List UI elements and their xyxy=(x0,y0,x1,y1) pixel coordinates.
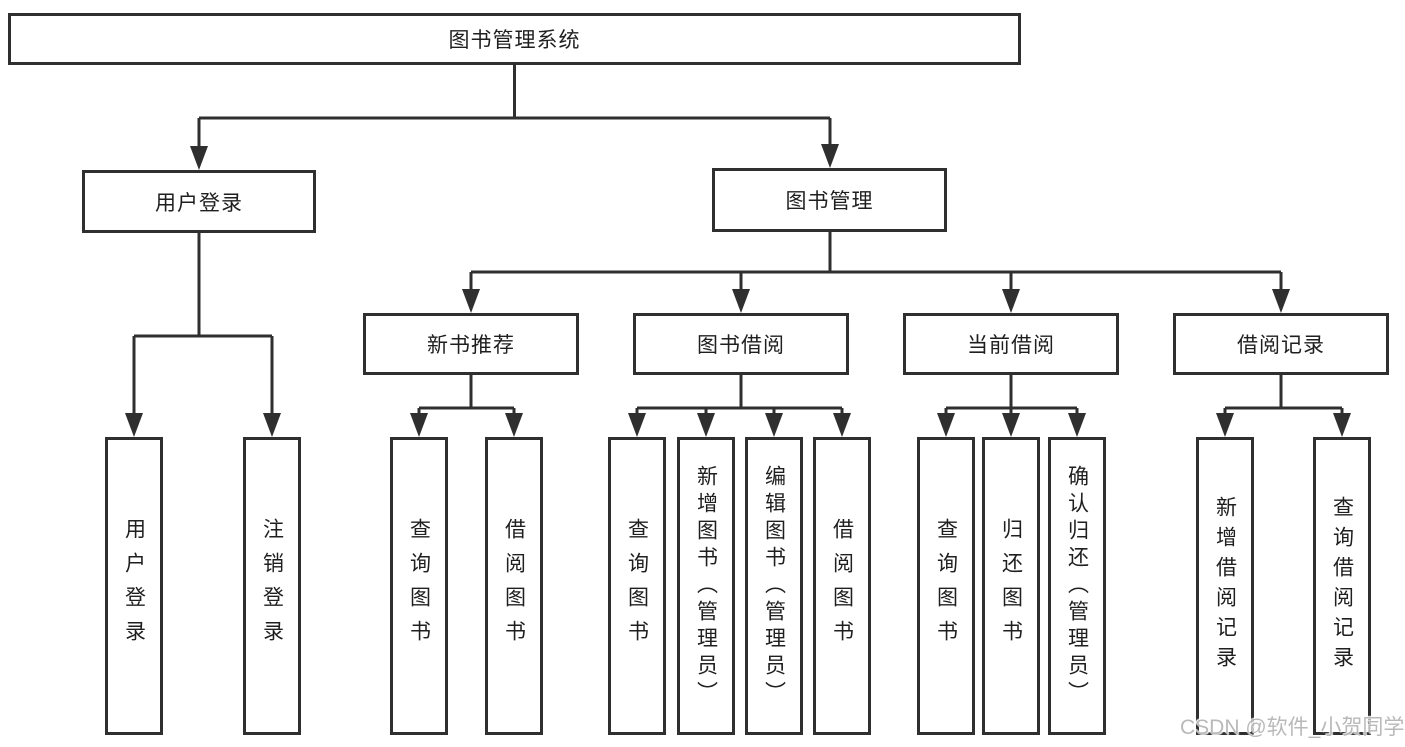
leaf-query-books-recommend-label: 查询图书 xyxy=(407,518,431,654)
leaf-query-borrow-record: 查询借阅记录 xyxy=(1313,437,1371,735)
leaf-edit-books-admin-label: 编辑图书（管理员） xyxy=(762,464,786,708)
connector-book-mgmt xyxy=(469,232,1283,297)
arrowhead-icon xyxy=(732,289,750,313)
leaf-query-books-current: 查询图书 xyxy=(917,437,975,735)
leaf-edit-books-admin: 编辑图书（管理员） xyxy=(745,437,803,735)
node-user-login: 用户登录 xyxy=(82,170,316,233)
node-new-book-recommend-label: 新书推荐 xyxy=(427,334,515,357)
leaf-return-books: 归还图书 xyxy=(982,437,1040,735)
node-new-book-recommend: 新书推荐 xyxy=(363,313,579,375)
arrowhead-icon xyxy=(821,144,839,168)
arrowhead-icon xyxy=(628,413,646,437)
leaf-return-books-label: 归还图书 xyxy=(999,518,1023,654)
node-user-login-label: 用户登录 xyxy=(155,191,243,215)
csdn-watermark: CSDN @软件_小贺同学 xyxy=(1180,716,1405,739)
arrowhead-icon xyxy=(1068,413,1086,437)
leaf-query-books-recommend: 查询图书 xyxy=(390,437,448,735)
leaf-logout: 注销登录 xyxy=(243,437,301,735)
connector-root xyxy=(197,65,832,152)
node-root: 图书管理系统 xyxy=(8,13,1021,65)
arrowhead-icon xyxy=(263,413,281,437)
arrowhead-icon xyxy=(937,413,955,437)
arrowhead-icon xyxy=(505,413,523,437)
leaf-borrow-books-label: 借阅图书 xyxy=(830,518,854,654)
leaf-borrow-books-recommend: 借阅图书 xyxy=(485,437,543,735)
leaf-query-books-borrow: 查询图书 xyxy=(608,437,666,735)
node-book-borrow: 图书借阅 xyxy=(633,313,849,375)
arrowhead-icon xyxy=(410,413,428,437)
node-root-label: 图书管理系统 xyxy=(448,29,581,52)
arrowhead-icon xyxy=(462,289,480,313)
arrowhead-icon xyxy=(1333,413,1351,437)
connector-borrow-records xyxy=(1223,375,1344,421)
arrowhead-icon xyxy=(765,413,783,437)
arrowhead-icon xyxy=(1002,413,1020,437)
arrowhead-icon xyxy=(125,413,143,437)
connector-new-book xyxy=(417,375,516,421)
leaf-confirm-return-admin-label: 确认归还（管理员） xyxy=(1065,464,1089,708)
connector-book-borrow xyxy=(635,375,844,421)
leaf-user-login-label: 用户登录 xyxy=(122,518,146,654)
arrowhead-icon xyxy=(697,413,715,437)
leaf-query-borrow-record-label: 查询借阅记录 xyxy=(1330,496,1354,676)
arrowhead-group xyxy=(125,144,1351,437)
arrowhead-icon xyxy=(833,413,851,437)
node-borrow-records: 借阅记录 xyxy=(1173,313,1389,375)
leaf-add-books-admin-label: 新增图书（管理员） xyxy=(694,464,718,708)
leaf-borrow-books-recommend-label: 借阅图书 xyxy=(502,518,526,654)
node-borrow-records-label: 借阅记录 xyxy=(1237,334,1325,357)
node-book-borrow-label: 图书借阅 xyxy=(697,334,785,357)
node-current-borrow: 当前借阅 xyxy=(903,313,1119,375)
leaf-add-borrow-record-label: 新增借阅记录 xyxy=(1213,496,1237,676)
node-book-mgmt-label: 图书管理 xyxy=(785,190,874,213)
arrowhead-icon xyxy=(1002,289,1020,313)
node-current-borrow-label: 当前借阅 xyxy=(967,334,1055,357)
leaf-add-books-admin: 新增图书（管理员） xyxy=(677,437,735,735)
leaf-user-login: 用户登录 xyxy=(105,437,163,735)
arrowhead-icon xyxy=(1216,413,1234,437)
arrowhead-icon xyxy=(190,146,208,170)
leaf-borrow-books: 借阅图书 xyxy=(813,437,871,735)
leaf-logout-label: 注销登录 xyxy=(260,518,284,654)
leaf-add-borrow-record: 新增借阅记录 xyxy=(1196,437,1254,735)
leaf-query-books-current-label: 查询图书 xyxy=(934,518,958,654)
leaf-query-books-borrow-label: 查询图书 xyxy=(625,518,649,654)
connector-user-login xyxy=(132,233,274,421)
arrowhead-icon xyxy=(1272,289,1290,313)
node-book-mgmt: 图书管理 xyxy=(712,168,947,232)
leaf-confirm-return-admin: 确认归还（管理员） xyxy=(1048,437,1106,735)
